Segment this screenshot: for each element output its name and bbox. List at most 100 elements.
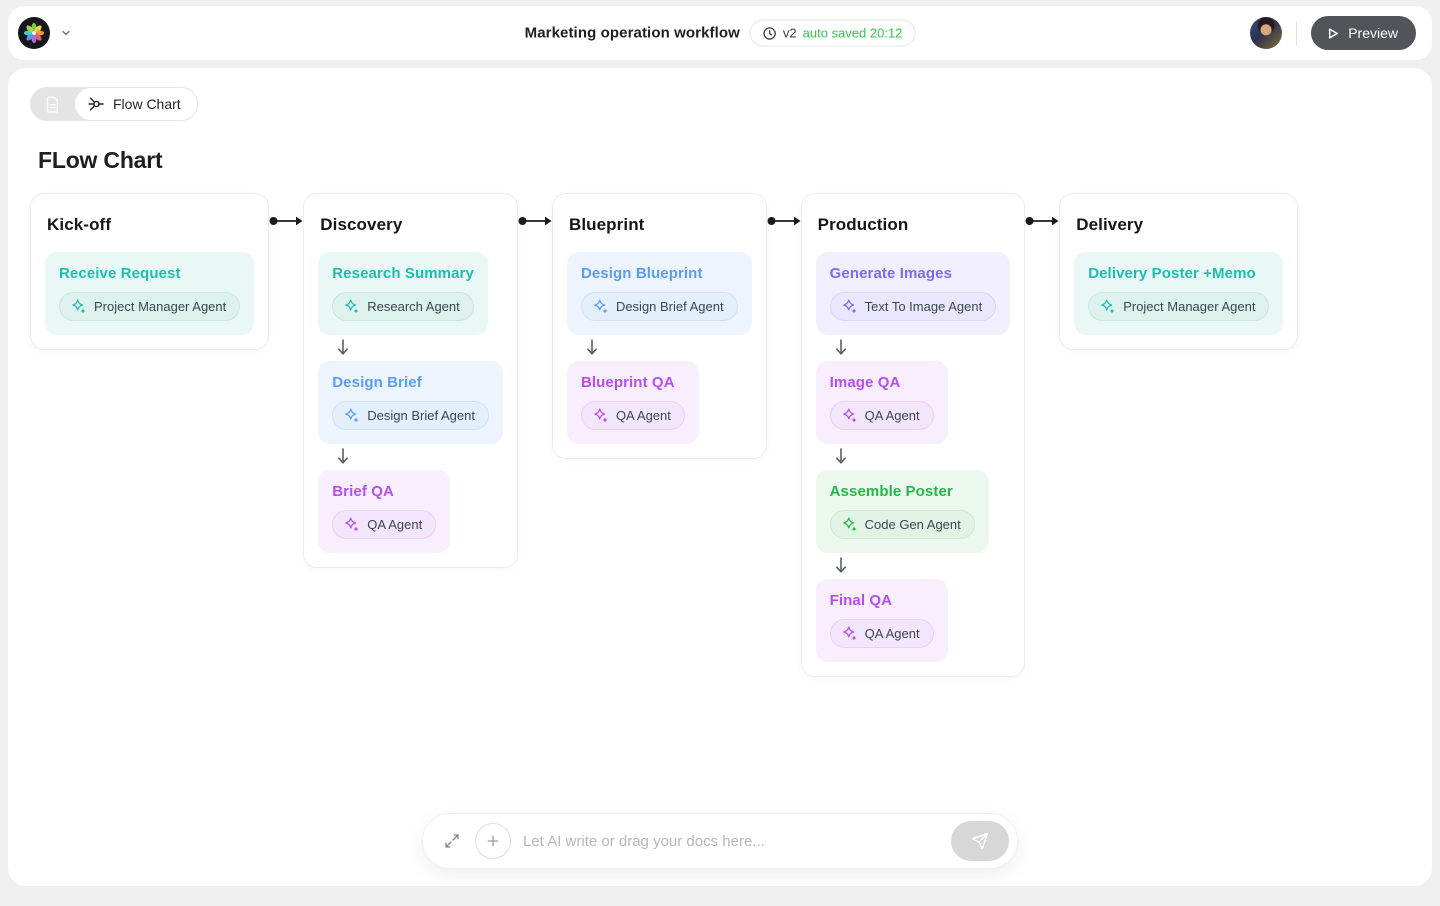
task-title: Research Summary xyxy=(332,265,474,282)
task-card[interactable]: Generate Images Text To Image Agent xyxy=(815,252,1011,335)
agent-pill[interactable]: Design Brief Agent xyxy=(332,401,489,430)
task-card[interactable]: Design Brief Design Brief Agent xyxy=(318,361,503,444)
agent-label: Research Agent xyxy=(367,299,460,314)
tab-document[interactable] xyxy=(30,87,74,121)
stage-column[interactable]: Production Generate Images Text To Image… xyxy=(800,193,1026,677)
task-title: Assemble Poster xyxy=(829,483,953,500)
sparkle-icon xyxy=(345,517,359,532)
expand-icon xyxy=(445,834,459,848)
clock-icon xyxy=(763,26,777,40)
play-icon xyxy=(1329,27,1339,39)
stage-connector xyxy=(269,215,303,227)
plus-icon xyxy=(487,835,499,847)
agent-label: QA Agent xyxy=(367,517,423,532)
agent-pill[interactable]: QA Agent xyxy=(829,619,934,648)
agent-label: Project Manager Agent xyxy=(94,299,227,314)
arrow-down-icon xyxy=(338,448,349,464)
column-body: Design Blueprint Design Brief Agent Blue… xyxy=(566,252,752,444)
send-icon xyxy=(971,832,989,850)
column-body: Research Summary Research Agent Design B… xyxy=(318,252,503,553)
agent-label: Design Brief Agent xyxy=(615,299,724,314)
agent-pill[interactable]: QA Agent xyxy=(580,401,685,430)
column-body: Receive Request Project Manager Agent xyxy=(45,252,255,335)
agent-label: QA Agent xyxy=(864,408,920,423)
header-divider xyxy=(1296,21,1298,45)
document-icon xyxy=(46,96,58,113)
dot-arrow-icon xyxy=(518,216,552,226)
column-title: Delivery xyxy=(1076,215,1144,234)
sparkle-icon xyxy=(594,408,608,423)
sparkle-icon xyxy=(842,299,857,314)
agent-pill[interactable]: Project Manager Agent xyxy=(59,292,241,321)
stage-column[interactable]: Discovery Research Summary Research Agen… xyxy=(303,193,518,568)
column-title: Discovery xyxy=(320,215,403,234)
task-title: Final QA xyxy=(829,592,893,609)
arrow-down-icon xyxy=(835,448,846,464)
sparkle-icon xyxy=(1101,299,1115,314)
task-title: Delivery Poster +Memo xyxy=(1088,265,1256,282)
sparkle-icon xyxy=(345,408,359,423)
document-title: Marketing operation workflow xyxy=(524,24,740,42)
task-title: Brief QA xyxy=(332,483,394,500)
stage-connector xyxy=(767,215,801,227)
column-title: Blueprint xyxy=(568,215,645,234)
page-title: FLow Chart xyxy=(38,147,163,173)
preview-button-label: Preview xyxy=(1348,25,1398,41)
column-title: Production xyxy=(817,215,909,234)
task-card[interactable]: Assemble Poster Code Gen Agent xyxy=(815,470,989,553)
task-card[interactable]: Receive Request Project Manager Agent xyxy=(45,252,255,335)
sparkle-icon xyxy=(842,517,857,532)
dot-arrow-icon xyxy=(1025,216,1059,226)
agent-pill[interactable]: Research Agent xyxy=(332,292,474,321)
stage-column[interactable]: Delivery Delivery Poster +Memo Project M… xyxy=(1059,193,1299,350)
arrow-down-icon xyxy=(835,557,846,573)
task-card[interactable]: Delivery Poster +Memo Project Manager Ag… xyxy=(1074,252,1284,335)
agent-label: Design Brief Agent xyxy=(367,408,475,423)
sparkle-icon xyxy=(72,299,86,314)
arrow-down-icon xyxy=(586,339,597,355)
version-number: v2 xyxy=(782,25,797,41)
sparkle-icon xyxy=(345,299,359,314)
main-panel: Flow Chart FLow Chart Kick-off Receive R… xyxy=(8,68,1432,886)
workspace-switcher[interactable] xyxy=(18,17,72,49)
send-button[interactable] xyxy=(951,821,1009,861)
agent-label: Project Manager Agent xyxy=(1123,299,1256,314)
stage-column[interactable]: Kick-off Receive Request Project Manager… xyxy=(30,193,270,350)
task-card[interactable]: Blueprint QA QA Agent xyxy=(566,361,699,444)
agent-pill[interactable]: Design Brief Agent xyxy=(580,292,738,321)
task-card[interactable]: Design Blueprint Design Brief Agent xyxy=(566,252,752,335)
agent-label: QA Agent xyxy=(615,408,671,423)
agent-pill[interactable]: Project Manager Agent xyxy=(1088,292,1270,321)
app-header: Marketing operation workflow v2 auto sav… xyxy=(8,6,1432,60)
agent-pill[interactable]: Text To Image Agent xyxy=(829,292,997,321)
preview-button[interactable]: Preview xyxy=(1311,16,1416,50)
tab-flow-chart-label: Flow Chart xyxy=(113,96,181,112)
task-title: Blueprint QA xyxy=(580,374,675,391)
task-card[interactable]: Final QA QA Agent xyxy=(815,579,948,662)
task-title: Design Brief xyxy=(332,374,422,391)
agent-label: Code Gen Agent xyxy=(864,517,961,532)
sparkle-icon xyxy=(842,626,857,641)
expand-button[interactable] xyxy=(441,830,463,852)
agent-pill[interactable]: QA Agent xyxy=(332,510,437,539)
version-badge[interactable]: v2 auto saved 20:12 xyxy=(749,19,916,47)
task-card[interactable]: Research Summary Research Agent xyxy=(318,252,488,335)
user-avatar[interactable] xyxy=(1250,17,1283,49)
task-card[interactable]: Image QA QA Agent xyxy=(815,361,948,444)
agent-pill[interactable]: Code Gen Agent xyxy=(829,510,975,539)
task-title: Image QA xyxy=(829,374,901,391)
chevron-down-icon xyxy=(60,27,72,39)
add-docs-button[interactable] xyxy=(475,823,511,859)
ai-prompt-input[interactable] xyxy=(523,832,939,850)
app-logo[interactable] xyxy=(18,17,50,49)
task-card[interactable]: Brief QA QA Agent xyxy=(318,470,451,553)
view-toggle: Flow Chart xyxy=(30,87,198,121)
stage-column[interactable]: Blueprint Design Blueprint Design Brief … xyxy=(551,193,767,459)
tab-flow-chart[interactable]: Flow Chart xyxy=(74,87,198,121)
flow-area: Kick-off Receive Request Project Manager… xyxy=(30,193,1410,677)
agent-label: Text To Image Agent xyxy=(864,299,983,314)
dot-arrow-icon xyxy=(767,216,801,226)
agent-pill[interactable]: QA Agent xyxy=(829,401,934,430)
column-title: Kick-off xyxy=(47,215,112,234)
task-title: Receive Request xyxy=(59,265,181,282)
